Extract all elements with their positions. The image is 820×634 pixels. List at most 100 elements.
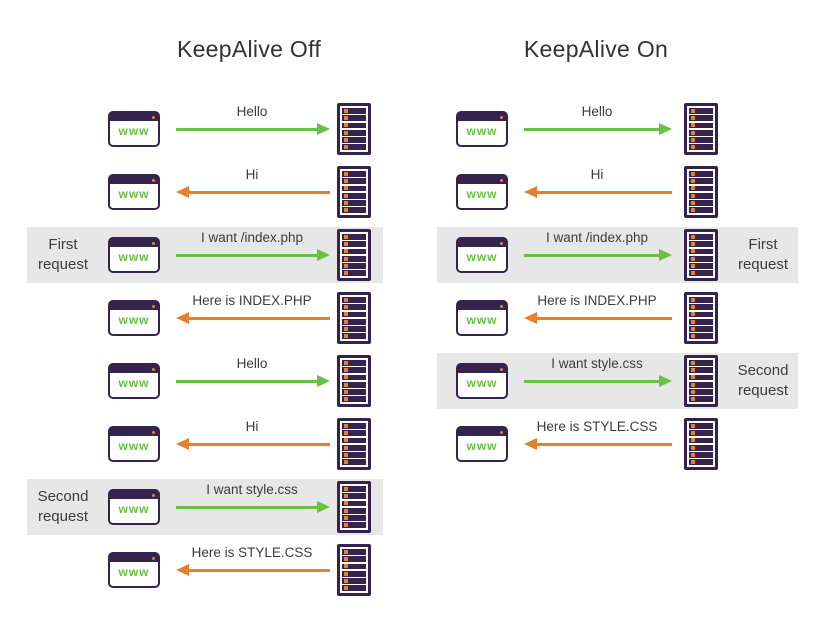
message-row: www Here is INDEX.PHP [0,287,820,349]
server-slot [342,200,366,206]
message-row: www Hello [0,350,820,412]
browser-titlebar [110,176,158,184]
arrow-shaft [176,505,319,509]
browser-dot-icon [500,367,503,371]
server-slot [342,556,366,562]
server-slot [342,185,366,192]
message-row: First request www I want /index.php [0,224,820,286]
column-title: KeepAlive Off [176,36,322,62]
server-slot [689,178,713,184]
response-left-arrow-icon [176,312,330,324]
message-row: www Here is INDEX.PHP [0,287,820,349]
browser-window-icon: www [108,426,160,462]
server-slot [689,297,713,303]
browser-www-label: www [118,376,150,390]
arrow-shaft [524,127,661,131]
server-slot [689,318,713,325]
server-slot [689,255,713,262]
arrow-shaft [187,316,330,320]
server-slot [342,115,366,121]
request-group-label: First request [37,236,89,273]
server-panel [340,547,368,593]
message-label: Hi [245,167,259,182]
request-right-arrow-icon [176,375,330,387]
message-label: I want /index.php [545,230,649,245]
server-slot [342,570,366,577]
server-slot [689,374,713,381]
server-slot [342,241,366,247]
server-slot [342,248,366,255]
server-slot [689,459,713,465]
message-row: Second request www I want style.css [0,476,820,538]
server-slot [689,122,713,129]
browser-titlebar [458,176,506,184]
browser-titlebar [110,302,158,310]
server-slot [342,144,366,150]
browser-dot-icon [152,493,155,497]
arrow-shaft [187,442,330,446]
browser-www-label: www [118,502,150,516]
browser-www-label: www [118,439,150,453]
arrow-shaft [535,316,672,320]
server-slot [342,137,366,143]
message-label: I want style.css [551,356,643,371]
server-slot [342,255,366,262]
response-left-arrow-icon [176,564,330,576]
arrow-head [176,186,189,198]
browser-window-icon: www [456,363,508,399]
browser-titlebar [458,113,506,121]
arrow-head [659,249,672,261]
server-slot [342,515,366,521]
arrow-head [317,249,330,261]
browser-www-label: www [118,124,150,138]
browser-window-icon: www [108,237,160,273]
arrow-shaft [176,253,319,257]
browser-dot-icon [152,556,155,560]
server-slot [689,311,713,318]
server-slot [342,389,366,395]
server-slot [689,207,713,213]
server-slot [689,263,713,269]
arrow-head [317,123,330,135]
server-slot [689,396,713,402]
browser-dot-icon [152,241,155,245]
browser-window-icon: www [108,552,160,588]
server-slot [689,304,713,310]
request-right-arrow-icon [524,123,672,135]
server-slot [689,437,713,444]
message-row: Second request www I want style.css [0,350,820,412]
server-slot [689,326,713,332]
arrow-head [524,186,537,198]
server-panel [340,358,368,404]
server-slot [342,311,366,318]
browser-dot-icon [500,430,503,434]
browser-www-label: www [466,124,498,138]
message-row: www Here is STYLE.CSS [0,413,820,475]
server-rack-icon [337,481,371,533]
server-slot [689,381,713,388]
browser-window-icon: www [108,489,160,525]
browser-www-label: www [466,313,498,327]
server-panel [340,232,368,278]
server-rack-icon [684,103,718,155]
server-rack-icon [337,292,371,344]
server-slot [342,108,366,114]
server-panel [687,106,715,152]
server-slot [342,318,366,325]
browser-window-icon: www [456,237,508,273]
message-label: Here is INDEX.PHP [192,293,312,308]
server-panel [687,358,715,404]
server-slot [342,374,366,381]
browser-dot-icon [500,304,503,308]
browser-www-label: www [466,187,498,201]
server-slot [689,444,713,451]
server-slot [689,185,713,192]
server-slot [689,333,713,339]
message-label: Hello [236,356,268,371]
server-panel [687,421,715,467]
browser-window-icon: www [456,174,508,210]
browser-www-label: www [466,250,498,264]
server-slot [342,234,366,240]
browser-window-icon: www [456,426,508,462]
